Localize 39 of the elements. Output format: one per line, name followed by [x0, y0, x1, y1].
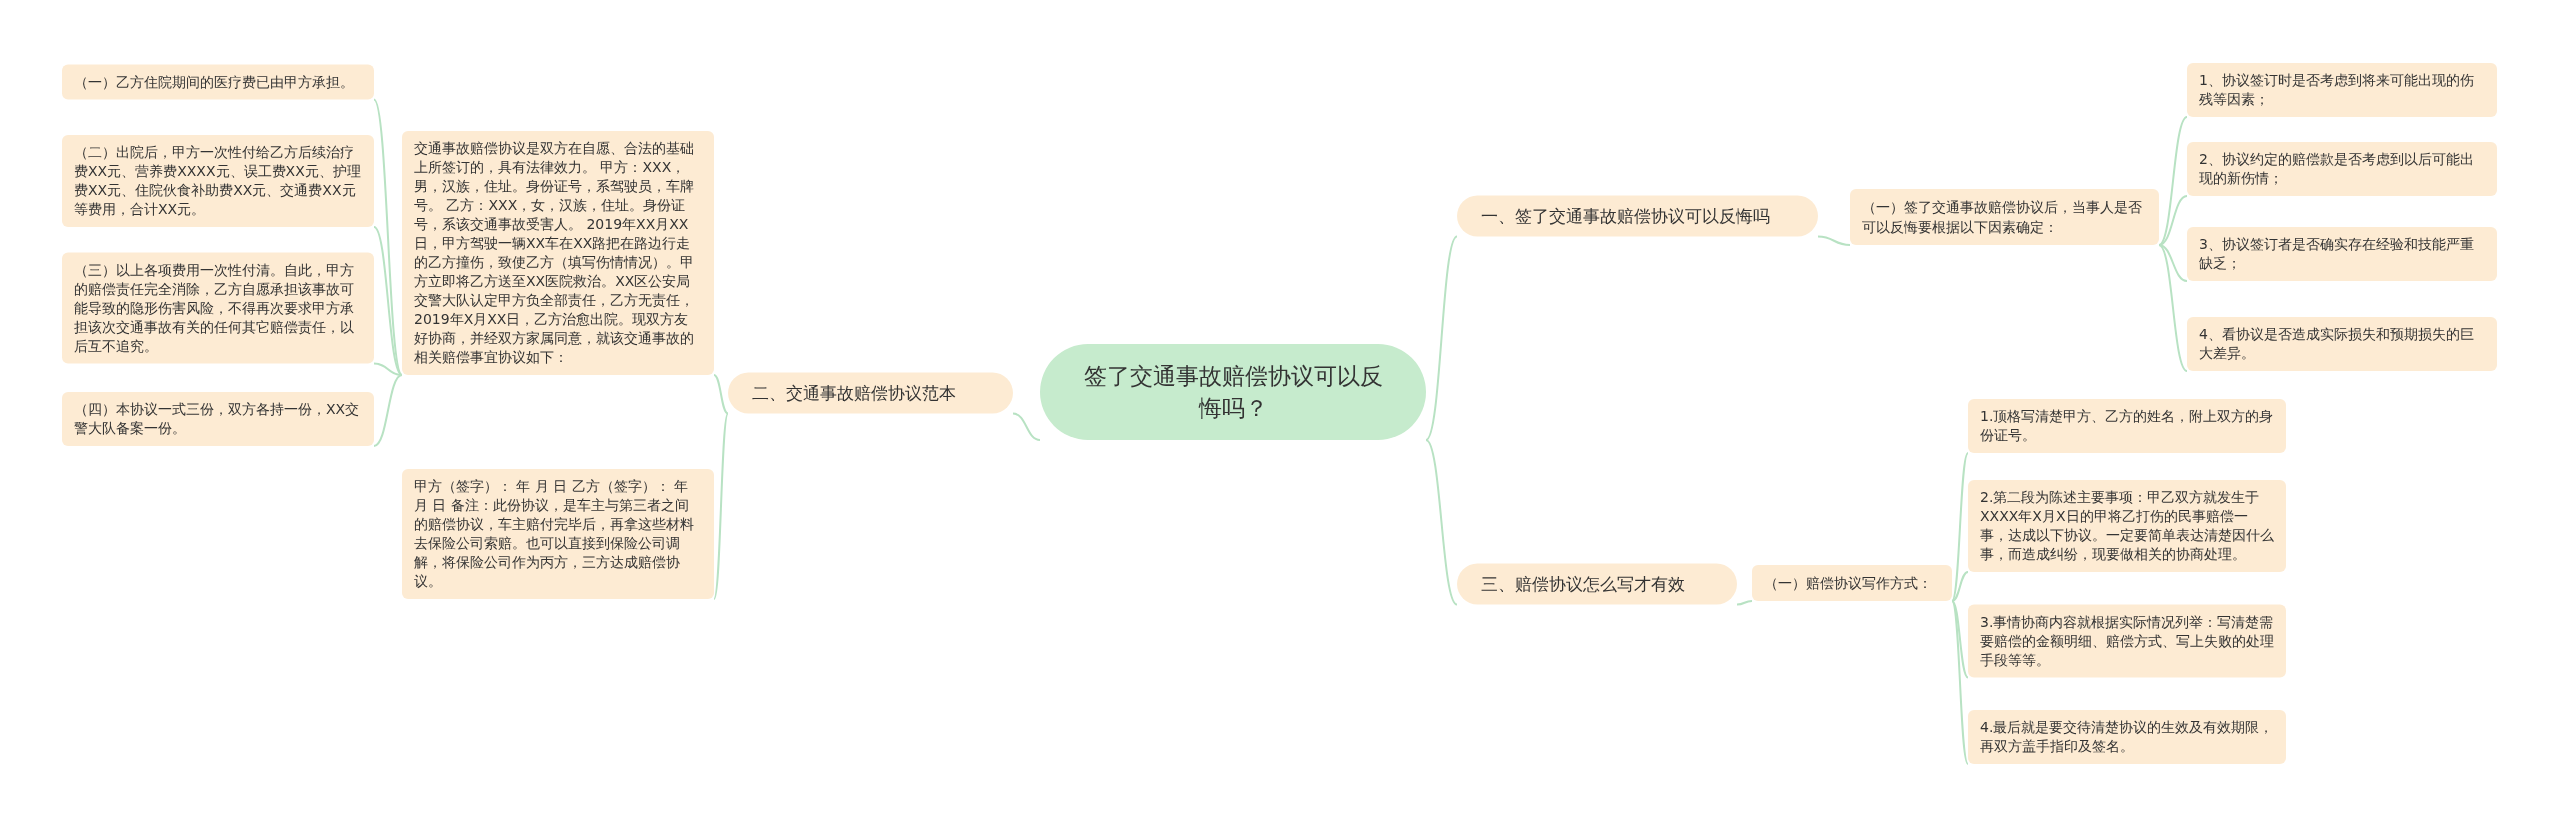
- note-box: 甲方（签字）： 年 月 日 乙方（签字）： 年月 日 备注：此份协议，是车主与第三者之间的赔偿协议，车主赔付完毕后，再拿这些材料去保险公司索赔。也可以直接到保险公司调解，将保险公司作为丙方，三方达成赔偿协议。: [402, 469, 714, 599]
- note-box: （一）乙方住院期间的医疗费已由甲方承担。: [62, 64, 374, 100]
- note-box: （二）出院后，甲方一次性付给乙方后续治疗费XX元、营养费XXXX元、误工费XX元、护理费XX元、住院伙食补助费XX元、交通费XX元等费用，合计XX元。: [62, 135, 374, 227]
- connector-line: [2158, 116, 2188, 246]
- subtopic-box: （一）签了交通事故赔偿协议后，当事人是否可以反悔要根据以下因素确定：: [1850, 189, 2159, 245]
- connector-line: [1951, 571, 1969, 602]
- connector-line: [373, 374, 403, 447]
- connector-line: [1951, 452, 1969, 602]
- note-box: 3.事情协商内容就根据实际情况列举：写清楚需要赔偿的金额明细、赔偿方式、写上失败的处理手段等等。: [1968, 604, 2286, 678]
- branch-topic: 一、签了交通事故赔偿协议可以反悔吗: [1457, 195, 1818, 237]
- note-box: 4、看协议是否造成实际损失和预期损失的巨大差异。: [2187, 317, 2497, 371]
- note-box: 4.最后就是要交待清楚协议的生效及有效期限，再双方盖手指印及签名。: [1968, 710, 2286, 764]
- connector-line: [1012, 412, 1041, 441]
- connector-line: [1425, 439, 1458, 606]
- connector-line: [713, 374, 729, 415]
- connector-line: [373, 98, 403, 376]
- note-box: 交通事故赔偿协议是双方在自愿、合法的基础上所签订的，具有法律效力。 甲方：XXX，男，汉族，住址。身份证号，系驾驶员，车牌号。 乙方：XXX，女，汉族，住址。身份证号，系该交通事故受害人。 2019年XX月XX日，甲方驾驶一辆XX车在XX路把在路边行走的乙方撞伤，致使乙方（填写伤情情况）。甲方立即将乙方送至XX医院救治。XX区公安局交警大队认定甲方负全部责任，乙方无责任，2019年X月XX日，乙方治愈出院。现双方友好协商，并经双方家属同意，就该交通事故的相关赔偿事宜协议如下：: [402, 131, 714, 375]
- note-box: 1.顶格写清楚甲方、乙方的姓名，附上双方的身份证号。: [1968, 399, 2286, 453]
- note-box: 2.第二段为陈述主要事项：甲乙双方就发生于XXXX年X月X日的甲将乙打伤的民事赔偿一事，达成以下协议。一定要简单表达清楚因什么事，而造成纠纷，现要做相关的协商处理。: [1968, 480, 2286, 572]
- note-box: 2、协议约定的赔偿款是否考虑到以后可能出现的新伤情；: [2187, 142, 2497, 196]
- connector-line: [1951, 600, 1969, 765]
- connector-line: [373, 226, 403, 376]
- note-box: 3、协议签订者是否确实存在经验和技能严重缺乏；: [2187, 227, 2497, 281]
- subtopic-box: （一）赔偿协议写作方式：: [1752, 565, 1952, 601]
- note-box: （三）以上各项费用一次性付清。自此，甲方的赔偿责任完全消除，乙方自愿承担该事故可能导致的隐形伤害风险，不得再次要求甲方承担该次交通事故有关的任何其它赔偿责任，以后互不追究。: [62, 252, 374, 364]
- connector-line: [1425, 235, 1458, 441]
- connector-line: [2158, 244, 2188, 372]
- connector-line: [1817, 235, 1851, 246]
- note-box: 1、协议签订时是否考虑到将来可能出现的伤残等因素；: [2187, 63, 2497, 117]
- connector-line: [373, 362, 403, 376]
- connector-line: [1951, 600, 1969, 679]
- central-topic: 签了交通事故赔偿协议可以反悔吗？: [1040, 344, 1426, 440]
- connector-line: [2158, 195, 2188, 246]
- note-box: （四）本协议一式三份，双方各持一份，XX交警大队备案一份。: [62, 392, 374, 446]
- connector-line: [1736, 600, 1753, 606]
- connector-line: [713, 412, 729, 600]
- connector-line: [2158, 244, 2188, 282]
- branch-topic: 三、赔偿协议怎么写才有效: [1457, 563, 1737, 605]
- branch-topic: 二、交通事故赔偿协议范本: [728, 372, 1013, 414]
